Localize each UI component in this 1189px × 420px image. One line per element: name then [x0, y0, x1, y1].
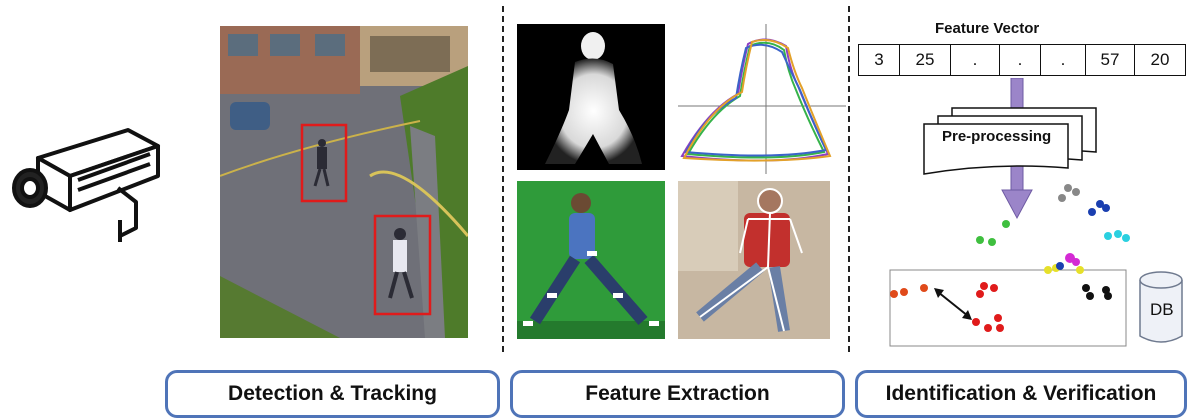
- feature-vector-cell: .: [1040, 44, 1086, 76]
- feature-vector-cell: .: [999, 44, 1041, 76]
- stage-identification-verification: Identification & Verification: [855, 370, 1187, 418]
- preprocessing-document-stack: [923, 107, 1097, 175]
- cluster-scatter-plot: [889, 184, 1130, 347]
- feature-vector-cell: 25: [899, 44, 951, 76]
- contour-plot: [678, 24, 846, 174]
- database-label: DB: [1150, 300, 1174, 319]
- preprocessing-label: Pre-processing: [942, 128, 1052, 145]
- skeleton-model-image: [678, 181, 830, 339]
- section-divider-left: [502, 6, 504, 352]
- stage-detection-tracking: Detection & Tracking: [165, 370, 500, 418]
- tracking-box-2: [373, 214, 432, 316]
- feature-vector-cell: 20: [1134, 44, 1186, 76]
- green-screen-image: [517, 181, 665, 339]
- surveillance-scene-image: [220, 26, 468, 338]
- stage-feature-extraction: Feature Extraction: [510, 370, 845, 418]
- feature-vector-cell: 3: [858, 44, 900, 76]
- feature-vector-title: Feature Vector: [935, 20, 1040, 37]
- cctv-camera-icon: [12, 128, 160, 242]
- feature-vector-cell: 57: [1085, 44, 1135, 76]
- tracking-box-1: [300, 123, 348, 203]
- silhouette-image: [517, 24, 665, 170]
- feature-vector-cell: .: [950, 44, 1000, 76]
- feature-vector-table: 3 25 . . . 57 20: [858, 44, 1186, 76]
- database-icon: [1139, 271, 1183, 343]
- section-divider-right: [848, 6, 850, 352]
